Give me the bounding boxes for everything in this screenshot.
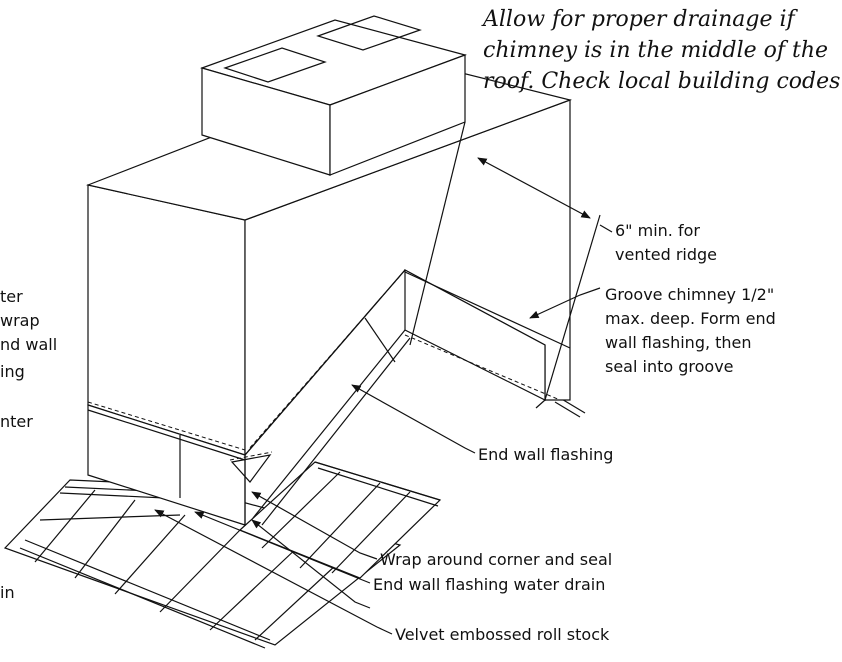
cut-label-5: nter	[0, 412, 33, 431]
groove-label-line1: Groove chimney 1/2"	[605, 285, 774, 304]
end-wall-flashing-area	[229, 268, 571, 526]
groove-label-line3: wall flashing, then	[605, 333, 752, 352]
drainage-note-line2: chimney is in the middle of the	[483, 38, 828, 63]
roof-shingles	[238, 394, 586, 579]
cut-label-4: ing	[0, 362, 25, 381]
ridge-dimension	[409, 121, 613, 401]
velvet-roll-label: Velvet embossed roll stock	[395, 625, 610, 644]
cut-label-6: in	[0, 583, 15, 602]
wrap-corner-label: Wrap around corner and seal	[380, 550, 612, 569]
cut-label-3: nd wall	[0, 335, 57, 354]
end-wall-flashing-label: End wall flashing	[478, 445, 613, 464]
drainage-note-line3: roof. Check local building codes.	[483, 69, 842, 94]
groove-label-line2: max. deep. Form end	[605, 309, 776, 328]
leader-lines	[154, 287, 601, 635]
ridge-label-line1: 6" min. for	[615, 221, 700, 240]
water-drain-label: End wall flashing water drain	[373, 575, 605, 594]
drainage-note-line1: Allow for proper drainage if	[481, 7, 799, 32]
chimney-cap	[200, 15, 467, 176]
groove-label-line4: seal into groove	[605, 357, 734, 376]
cut-label-2: wrap	[0, 311, 40, 330]
cut-label-1: ter	[0, 287, 23, 306]
ridge-label-line2: vented ridge	[615, 245, 717, 264]
